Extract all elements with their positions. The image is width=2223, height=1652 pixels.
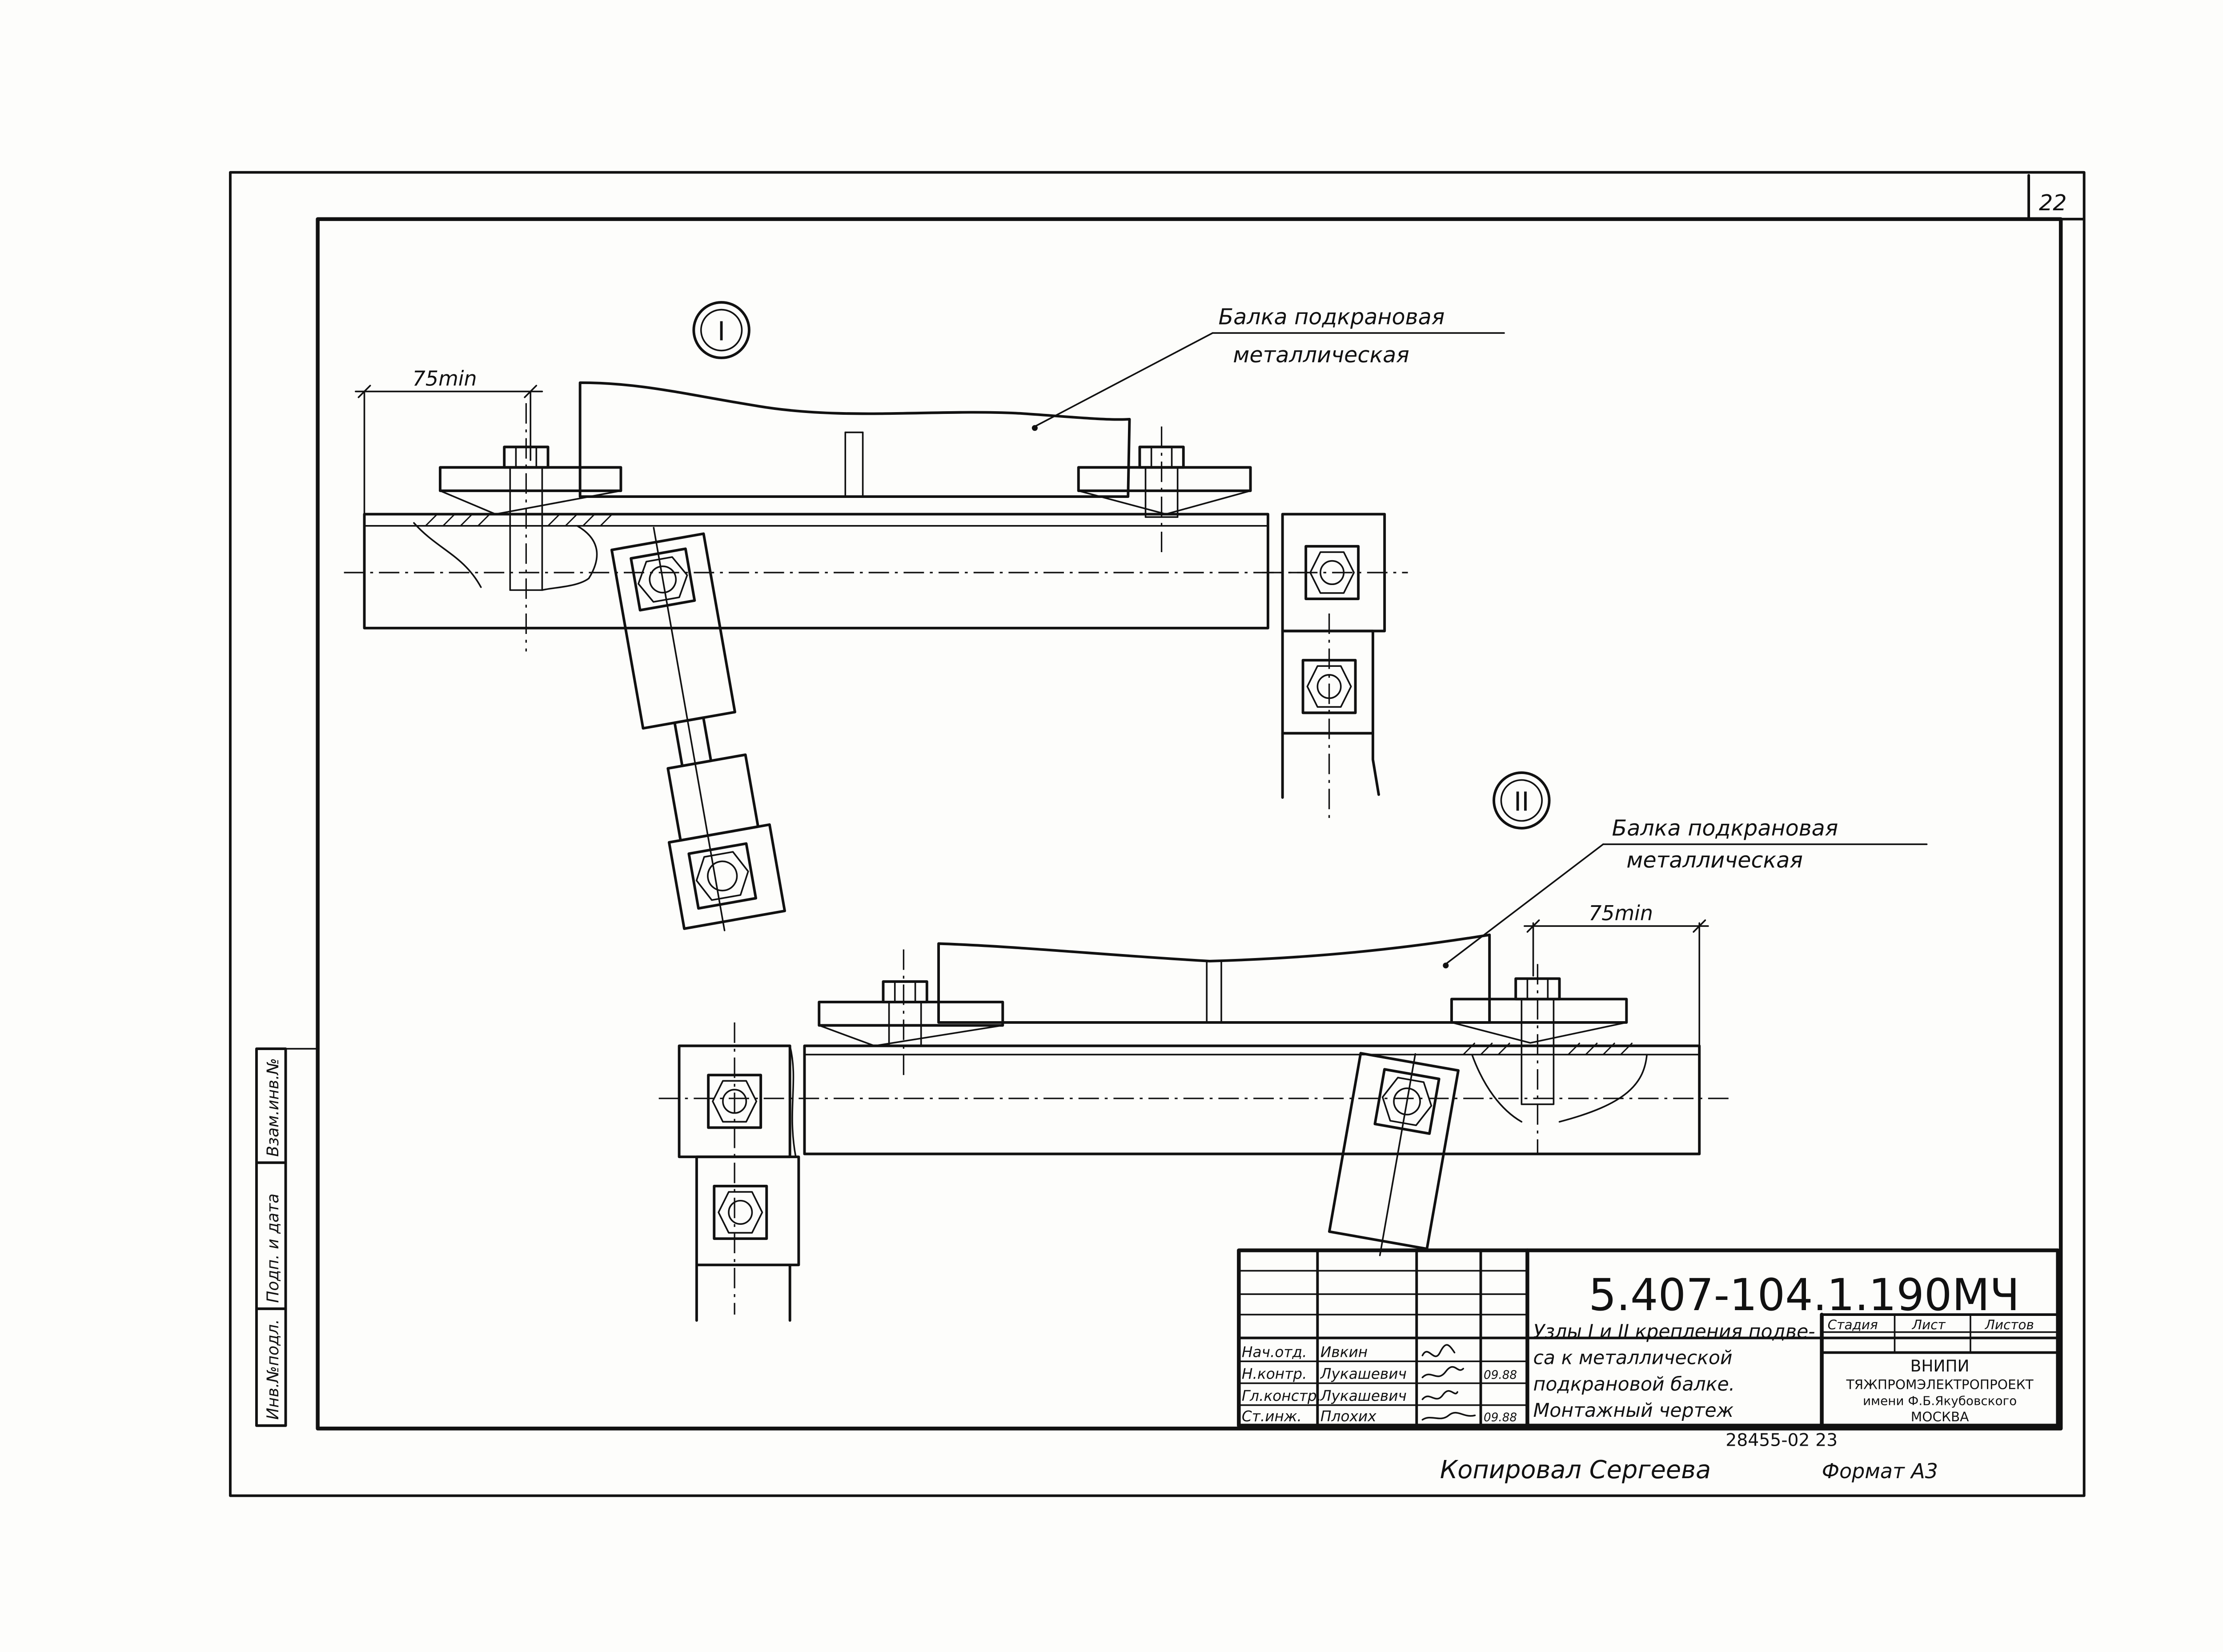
copied-by: Копировал Сергеева <box>1440 1456 1711 1484</box>
sheet-number: 22 <box>2039 190 2067 216</box>
description-line-3: подкрановой балке. <box>1533 1373 1735 1395</box>
node-1-marker: I <box>718 316 725 346</box>
node-2-beam-label-1: Балка подкрановая <box>1612 815 1838 841</box>
org-line-4: МОСКВА <box>1911 1409 1969 1424</box>
side-stamp: Инв.№подл. Подп. и дата Взам.инв.№ <box>255 1047 319 1427</box>
node-1-hanger-plate <box>610 532 737 730</box>
org-line-2: ТЯЖПРОМЭЛЕКТРОПРОЕКТ <box>1846 1377 2034 1392</box>
paper-format: Формат А3 <box>1822 1459 1938 1483</box>
node-2-dimension: 75min <box>1589 901 1653 925</box>
description-line-2: са к металлической <box>1533 1347 1733 1369</box>
description-line-1: Узлы I и II крепления подве- <box>1533 1321 1815 1343</box>
stage-header: Стадия <box>1828 1317 1878 1332</box>
staff-name-3: Лукашевич <box>1320 1387 1407 1404</box>
node-1-beam-label-2: металлическая <box>1233 342 1409 368</box>
node-2: II Балка подкрановая металлическая 75min <box>658 771 1928 1322</box>
node-2-marker-circle <box>1493 771 1551 830</box>
stamp-inventory: Инв.№подл. <box>263 1319 282 1419</box>
node-2-beam-label-2: металлическая <box>1626 847 1803 873</box>
node-2-beam-web <box>937 933 1491 1024</box>
node-2-rail <box>803 1044 1701 1155</box>
signatures <box>1421 1344 1476 1421</box>
node-1: I Балка подкрановая металлическая 75min <box>344 301 1505 931</box>
bottom-note: 28455-02 23 <box>1725 1430 1838 1451</box>
org-line-1: ВНИПИ <box>1910 1356 1970 1375</box>
node-1-beam-label-1: Балка подкрановая <box>1218 304 1445 329</box>
node-1-dimension: 75min <box>413 366 477 390</box>
node-1-marker-circle <box>692 301 750 359</box>
staff-role-4: Ст.инж. <box>1242 1408 1302 1425</box>
staff-name-2: Лукашевич <box>1320 1366 1407 1383</box>
inner-frame <box>316 217 2063 1431</box>
node-2-hanger-plate <box>1328 1052 1460 1251</box>
node-1-beam-web <box>578 381 1131 498</box>
staff-date-4: 09.88 <box>1484 1411 1517 1424</box>
stamp-replacement: Взам.инв.№ <box>263 1058 282 1157</box>
node-1-rail <box>363 513 1269 630</box>
staff-role-2: Н.контр. <box>1242 1366 1307 1383</box>
node-2-marker: II <box>1514 786 1529 817</box>
staff-role-1: Нач.отд. <box>1242 1343 1307 1360</box>
staff-date-2: 09.88 <box>1484 1369 1517 1382</box>
sheet-number-box: 22 <box>2027 174 2086 221</box>
sheets-header: Листов <box>1985 1317 2034 1332</box>
outer-frame <box>229 171 2086 1497</box>
document-code: 5.407-104.1.190МЧ <box>1589 1270 2020 1321</box>
sheet-header: Лист <box>1912 1317 1946 1332</box>
staff-name-4: Плохих <box>1320 1408 1376 1425</box>
stamp-signature: Подп. и дата <box>263 1194 282 1303</box>
staff-role-3: Гл.констр. <box>1242 1387 1321 1404</box>
staff-name-1: Ивкин <box>1320 1343 1368 1360</box>
description-line-4: Монтажный чертеж <box>1533 1399 1734 1422</box>
org-line-3: имени Ф.Б.Якубовского <box>1863 1394 2017 1408</box>
title-block: 5.407-104.1.190МЧ Нач.отд. Ивкин Н.контр… <box>1237 1248 2060 1428</box>
